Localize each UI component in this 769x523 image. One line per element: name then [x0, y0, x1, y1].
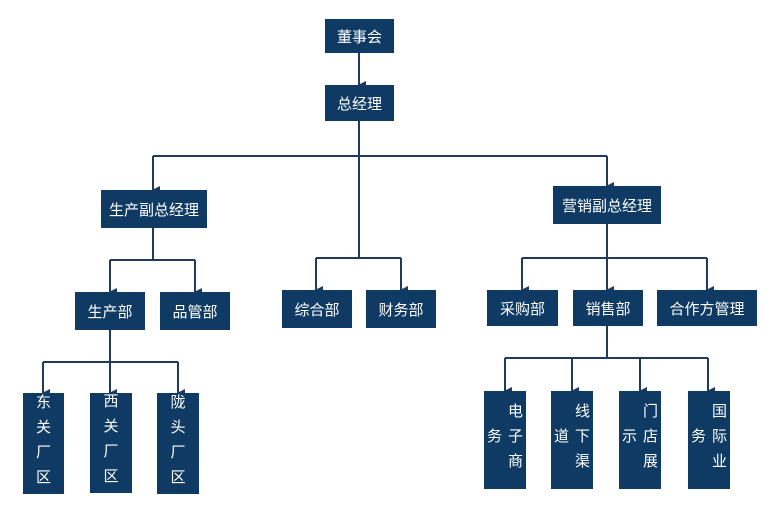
- node-sales: 销售部: [573, 290, 643, 326]
- node-sales-vp: 营销副总经理: [553, 186, 661, 224]
- node-purchasing: 采购部: [487, 290, 558, 326]
- node-board: 董事会: [325, 19, 394, 53]
- node-factory-west: 西关厂区: [90, 393, 132, 493]
- node-finance: 财务部: [366, 290, 436, 328]
- node-factory-long: 陇头厂区: [157, 393, 199, 494]
- node-ecommerce: 电子商务: [484, 391, 526, 489]
- node-store: 门店展示: [619, 391, 661, 489]
- node-offline: 线下渠道: [551, 391, 593, 489]
- node-factory-east: 东关厂区: [23, 393, 64, 494]
- node-quality: 品管部: [160, 292, 230, 330]
- node-prod-vp: 生产副总经理: [101, 190, 207, 228]
- node-partners: 合作方管理: [657, 290, 757, 326]
- node-intl: 国际业务: [688, 391, 730, 489]
- node-general: 综合部: [282, 290, 352, 328]
- node-production: 生产部: [75, 292, 145, 330]
- node-gm: 总经理: [325, 85, 394, 121]
